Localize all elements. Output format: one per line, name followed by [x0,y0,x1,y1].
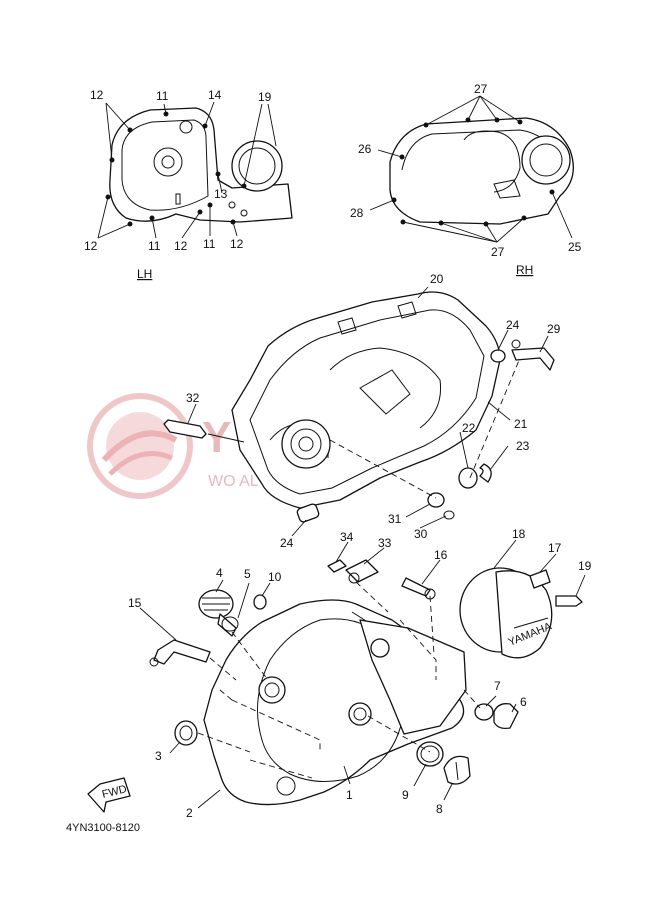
lh-label: LH [137,267,152,281]
fwd-arrow-icon: FWD [87,777,131,813]
callout-17: 17 [548,541,562,555]
diagram-code: 4YN3100-8120 [66,822,140,834]
callout-18: 18 [512,527,526,541]
crankcase-assembly: 20 24 29 32 21 22 23 31 30 24 [163,272,561,550]
callout-8: 8 [436,802,443,816]
callout-25: 25 [568,240,582,254]
rh-cover-assembly: 27 26 28 27 25 RH [350,82,582,277]
callout-29: 29 [547,322,561,336]
callout-12-b: 12 [84,239,98,253]
callout-4: 4 [216,566,223,580]
callout-11-c: 11 [203,237,216,251]
crankcase-cover-assembly: YAMAHA 4 5 10 15 34 33 16 18 17 19 7 6 [128,527,592,820]
callout-28: 28 [350,206,364,220]
callout-26: 26 [358,142,372,156]
callout-19-a: 19 [258,90,272,104]
callout-31: 31 [388,512,402,526]
callout-23: 23 [516,439,530,453]
callout-13: 13 [214,187,228,201]
callout-20: 20 [430,272,444,286]
callout-2: 2 [186,806,193,820]
callout-34: 34 [340,530,354,544]
callout-24-b: 24 [280,536,294,550]
callout-22: 22 [462,421,476,435]
callout-12-d: 12 [230,237,244,251]
callout-12-c: 12 [174,239,188,253]
callout-27-a: 27 [474,82,488,96]
callout-3: 3 [155,749,162,763]
rh-label: RH [516,263,533,277]
callout-32: 32 [186,391,200,405]
callout-9: 9 [402,788,409,802]
callout-19-b: 19 [578,559,592,573]
callout-10: 10 [268,570,282,584]
callout-24-a: 24 [506,318,520,332]
callout-7: 7 [494,679,501,693]
callout-15: 15 [128,596,142,610]
watermark-logo [87,393,193,499]
callout-6: 6 [520,695,527,709]
fwd-label: FWD [101,783,128,801]
callout-12-a: 12 [90,88,104,102]
callout-30: 30 [414,527,428,541]
callout-5: 5 [244,567,251,581]
callout-33: 33 [378,536,392,550]
callout-14: 14 [208,88,222,102]
callout-27-b: 27 [491,245,505,259]
callout-16: 16 [434,548,448,562]
callout-21: 21 [514,417,528,431]
callout-11-b: 11 [148,239,161,253]
lh-cover-assembly: 12 11 14 19 13 12 11 12 11 12 LH [84,88,293,281]
callout-11-a: 11 [156,89,169,103]
callout-1: 1 [346,788,353,802]
